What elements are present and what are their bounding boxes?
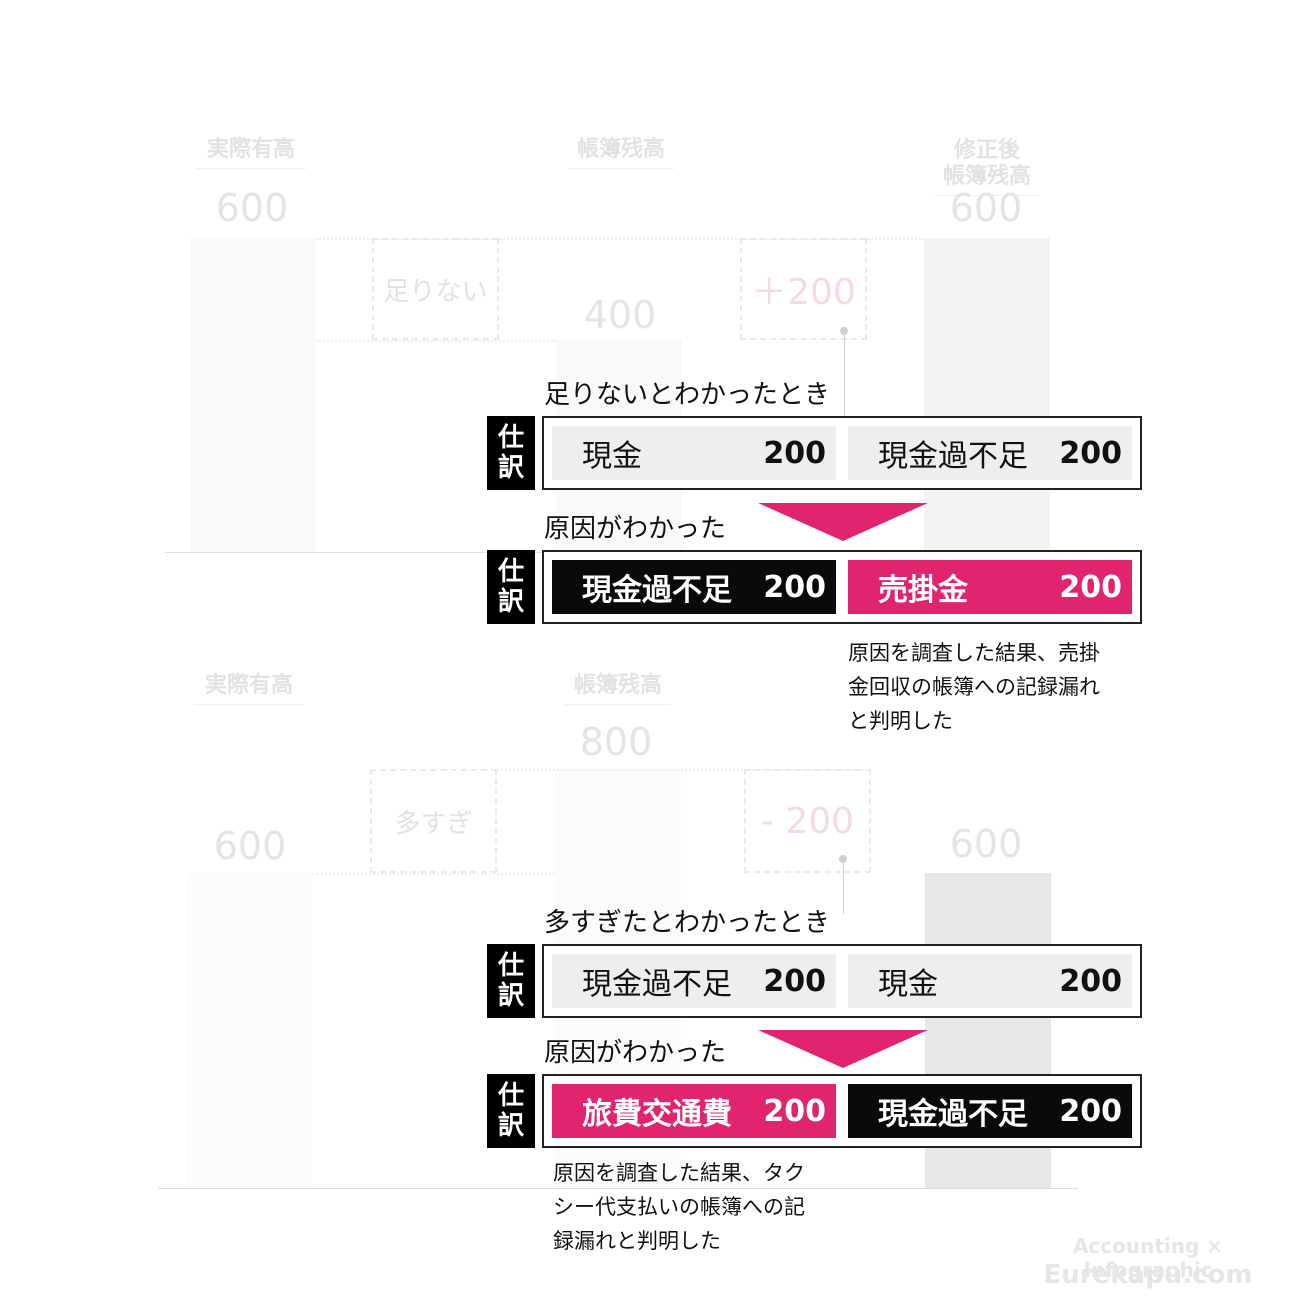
top-entry2-shiwake-label: 仕訳	[487, 550, 535, 624]
bottom-caption-found: 多すぎたとわかったとき	[544, 908, 831, 938]
top-value-corrected: 600	[949, 186, 1023, 230]
top-diff-box: 足りない	[372, 238, 499, 340]
bottom-baseline	[158, 1188, 1078, 1189]
bottom-value-actual: 600	[213, 824, 287, 868]
bottom-header-book: 帳簿残高	[565, 673, 671, 705]
watermark-line2: Eurekapu.com	[1043, 1260, 1253, 1290]
top-value-book: 400	[583, 293, 657, 337]
bottom-connector-dot	[839, 855, 847, 863]
top-note: 原因を調査した結果、売掛 金回収の帳簿への記録漏れ と判明した	[848, 641, 1100, 733]
bottom-bar-actual	[186, 873, 312, 1188]
bottom-adjust-box: - 200	[744, 769, 871, 873]
top-connector-dot	[840, 327, 848, 335]
watermark-line1: Accounting × Infographic	[1072, 1234, 1224, 1282]
top-caption-cause: 原因がわかった	[544, 514, 727, 544]
bottom-dotted-line-lower	[312, 873, 555, 875]
top-adjust-box: ＋200	[740, 238, 867, 340]
bottom-value-corrected: 600	[949, 822, 1023, 866]
top-dotted-line-lower	[316, 340, 556, 342]
top-connector	[844, 334, 845, 424]
bottom-header-actual: 実際有高	[194, 673, 304, 705]
top-header-actual: 実際有高	[196, 137, 306, 169]
bottom-diff-box: 多すぎ	[370, 769, 497, 873]
bottom-entry1-shiwake-label: 仕訳	[487, 944, 535, 1018]
bottom-connector	[843, 862, 844, 914]
bottom-down-arrow	[758, 1030, 928, 1068]
top-header-corrected: 修正後 帳簿残高	[934, 112, 1040, 196]
bottom-entry2-shiwake-label: 仕訳	[487, 1074, 535, 1148]
top-down-arrow	[758, 503, 928, 541]
bottom-dotted-line-upper	[497, 769, 871, 771]
top-value-actual: 600	[215, 186, 289, 230]
top-bar-corrected	[924, 238, 1050, 552]
top-header-book: 帳簿残高	[568, 137, 674, 169]
top-entry1-shiwake-label: 仕訳	[487, 416, 535, 490]
bottom-caption-cause: 原因がわかった	[544, 1038, 727, 1068]
bottom-value-book: 800	[579, 720, 653, 764]
top-dotted-line-upper	[316, 238, 924, 240]
top-caption-found: 足りないとわかったとき	[544, 380, 831, 410]
bottom-note: 原因を調査した結果、タク シー代支払いの帳簿への記 録漏れと判明した	[553, 1161, 805, 1253]
top-bar-actual	[190, 238, 316, 552]
